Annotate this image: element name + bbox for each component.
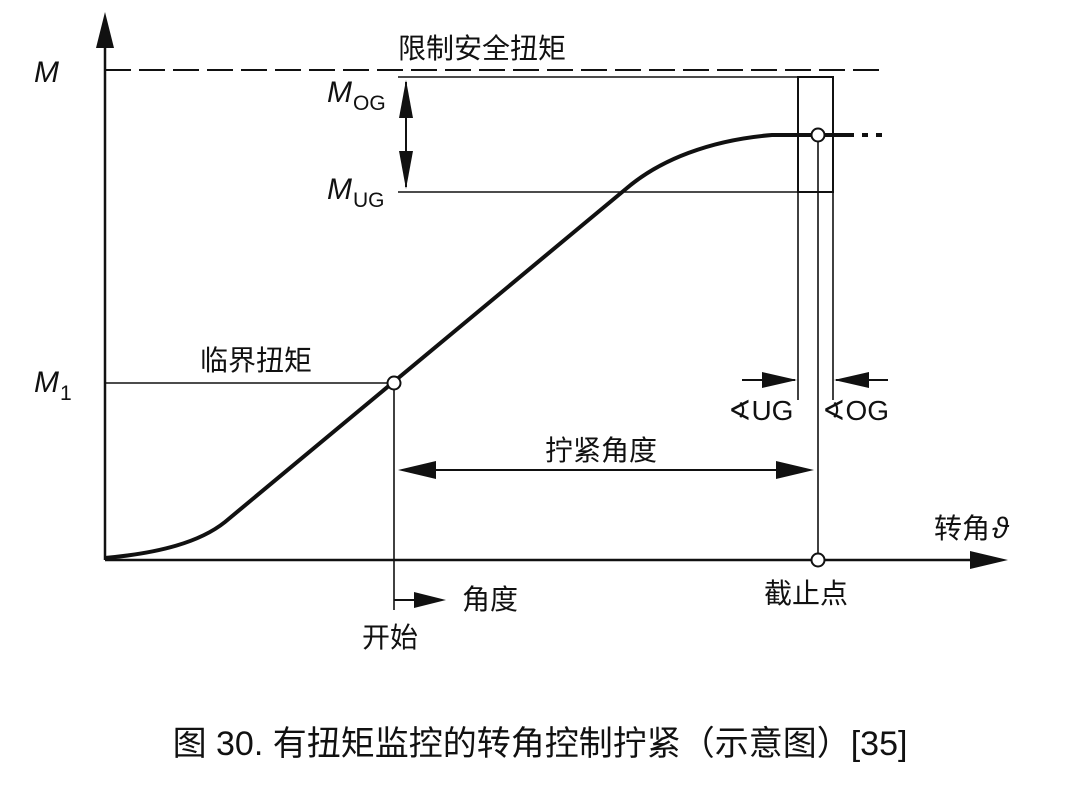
figure-caption: 图 30. 有扭矩监控的转角控制拧紧（示意图）[35] [172,725,908,763]
angle-arrow-icon [414,592,446,608]
ug-arrow-icon [762,372,797,388]
og-arrow-icon [834,372,869,388]
tighten-angle-left-icon [398,461,436,479]
x-axis-arrow-icon [970,551,1008,569]
tolerance-arrow-up-icon [399,80,413,118]
start-point [386,375,402,391]
start-label: 开始 [362,622,418,653]
m1-label: M [34,366,59,399]
theta-symbol: ϑ [992,512,1010,545]
rotation-angle-label: 转角 [934,513,990,544]
m-og-sub: OG [353,92,386,115]
y-axis-arrow-icon [96,12,114,48]
stop-point [810,552,826,568]
angle-label: 角度 [462,584,518,615]
tighten-angle-right-icon [776,461,814,479]
critical-torque-label: 临界扭矩 [200,345,312,376]
torque-curve [104,133,818,560]
target-point [810,127,826,143]
m-ug-label: M [327,173,352,206]
m-axis-label: M [34,56,59,89]
tighten-angle-label: 拧紧角度 [545,435,657,466]
tolerance-arrow-down-icon [399,151,413,189]
m1-sub: 1 [60,382,72,405]
angle-og-label: ∢OG [822,395,889,426]
m-og-label: M [327,76,352,109]
stop-point-label: 截止点 [764,578,848,609]
limit-torque-label: 限制安全扭矩 [398,33,566,64]
m-ug-sub: UG [353,189,385,212]
angle-ug-label: ∢UG [728,395,793,426]
